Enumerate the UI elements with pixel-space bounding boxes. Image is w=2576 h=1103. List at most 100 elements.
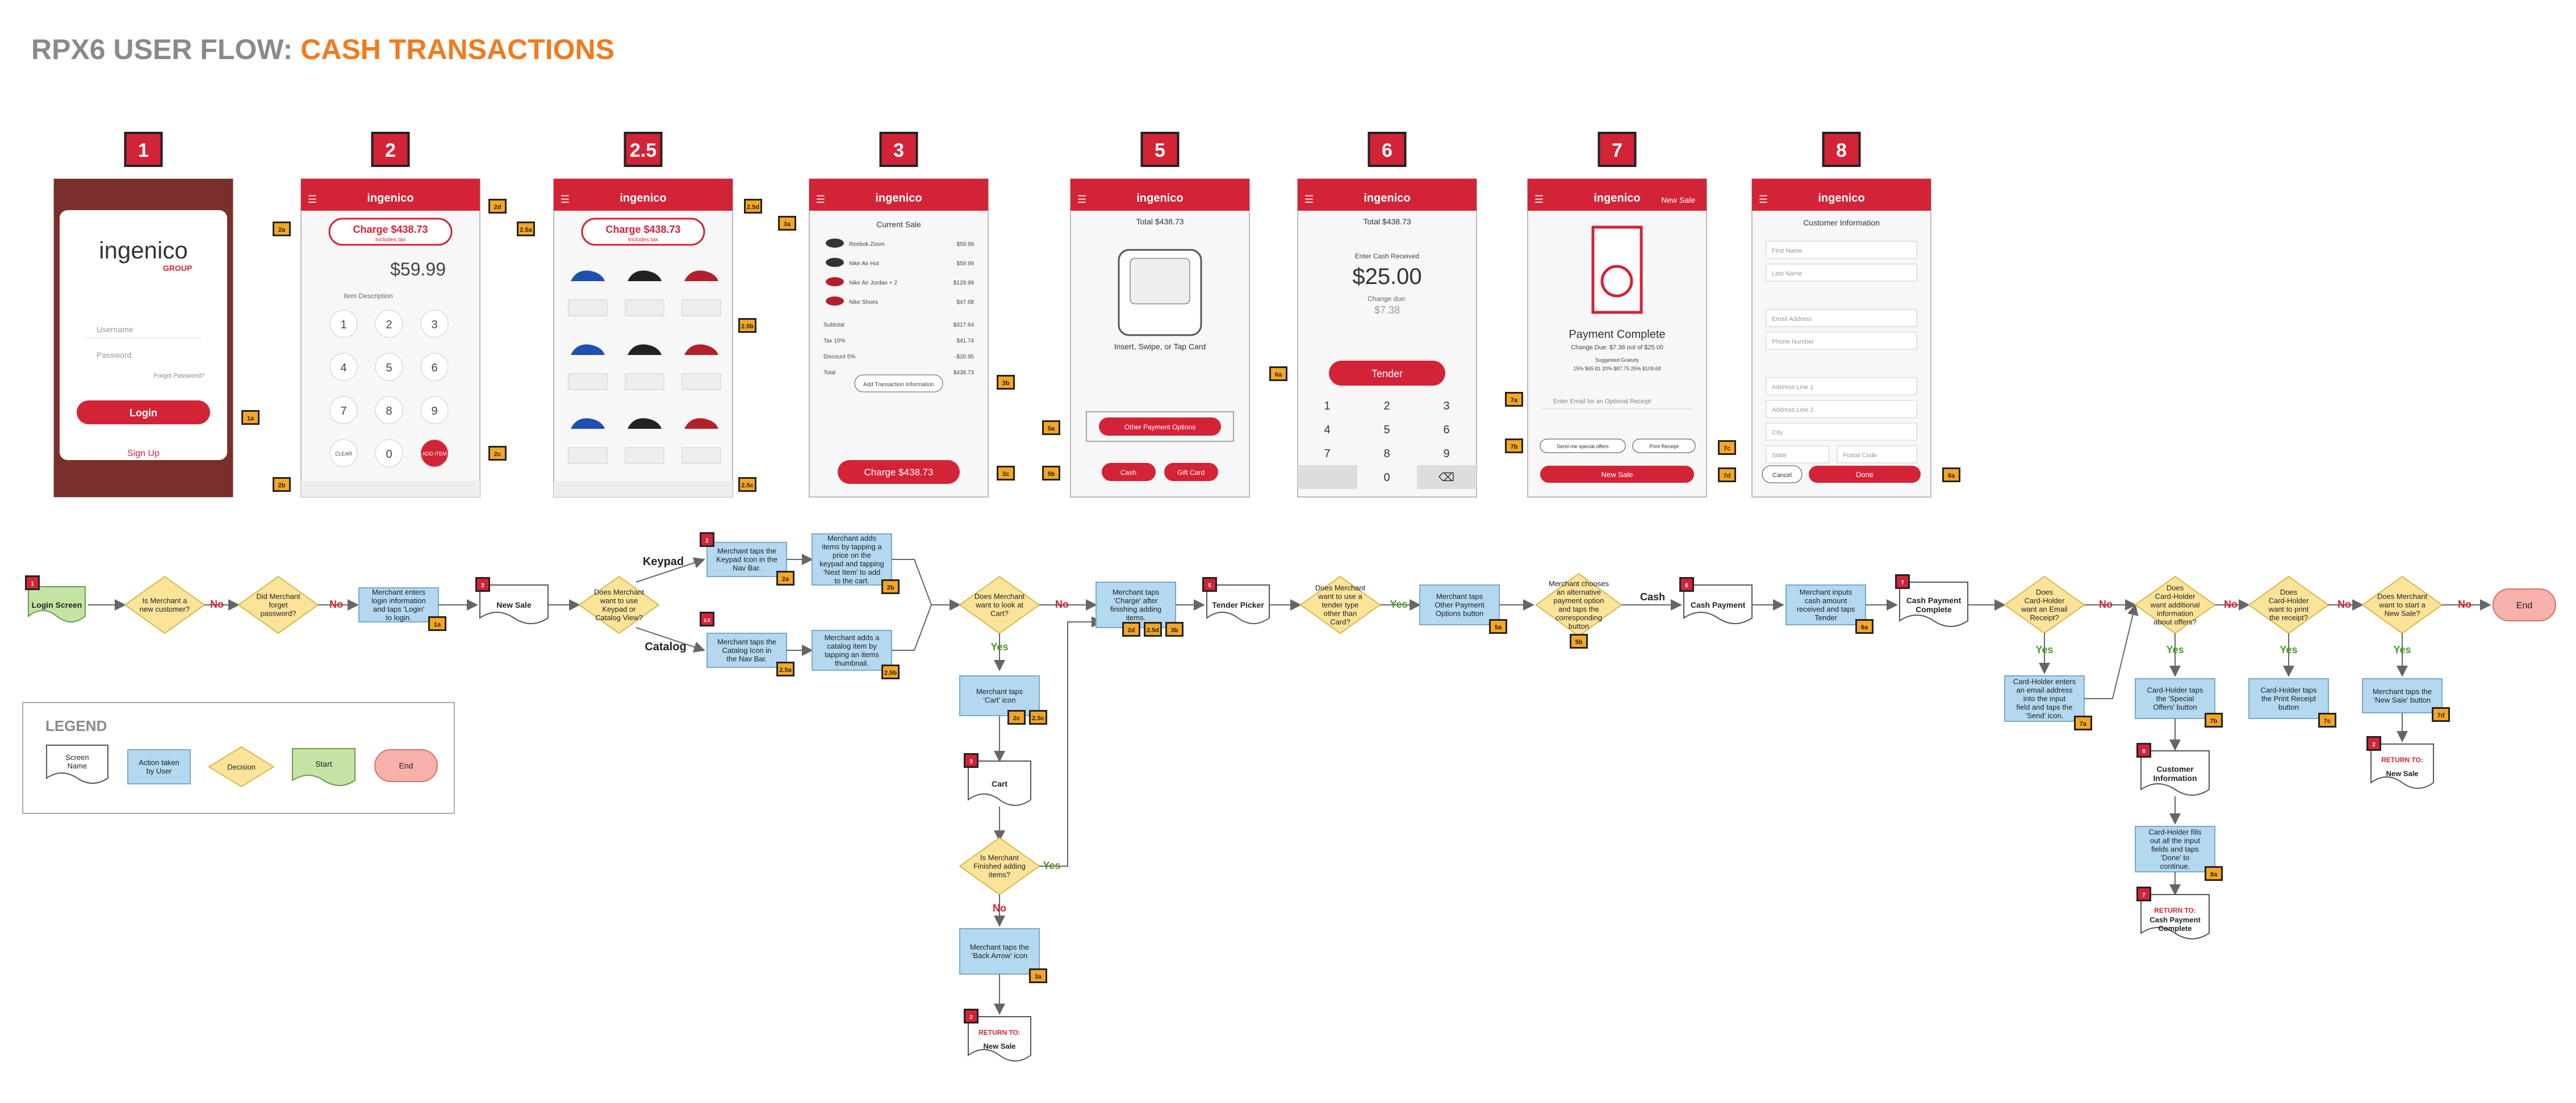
- screen-number-badge: [1143, 134, 1177, 165]
- label-line: cash amount: [1805, 596, 1847, 605]
- badge: [1124, 624, 1139, 635]
- label-line: the receipt?: [2269, 613, 2308, 622]
- label-line: Does Merchant: [975, 592, 1025, 601]
- keypad-key-label: 9: [1443, 448, 1449, 460]
- badge-label: 5b: [1575, 639, 1583, 646]
- return-to-label: RETURN TO:: [2381, 756, 2423, 764]
- badge: [883, 581, 898, 592]
- screen-new-sale-label: New Sale: [496, 600, 532, 609]
- label-line: Merchant inputs: [1800, 588, 1852, 596]
- screen-ref: 2: [2372, 742, 2376, 748]
- label-line: the Print Receipt: [2261, 695, 2316, 703]
- screen-ref: 7: [1901, 580, 1904, 586]
- badge: [998, 467, 1013, 479]
- check-circle-icon: [1600, 265, 1633, 298]
- signup-link: Sign Up: [127, 449, 160, 458]
- return-to-label: RETURN TO:: [978, 1029, 1021, 1037]
- screen-ref: 5: [1208, 583, 1211, 589]
- screen-number: 7: [1612, 140, 1622, 161]
- badge-label: 3c: [1002, 471, 1009, 478]
- screen-cart-label: Cart: [992, 779, 1007, 788]
- login-button: [77, 400, 210, 424]
- label-line: Merchant taps the: [717, 638, 776, 646]
- label-line: want to start a: [2378, 601, 2426, 609]
- label-line: New Sale: [2386, 770, 2418, 778]
- label-line: Other Payment: [1435, 601, 1484, 609]
- label-line: about offers?: [2153, 617, 2197, 626]
- input-placeholder: Email Address: [1772, 316, 1812, 323]
- other-options-frame: [1086, 411, 1234, 442]
- label-line: Merchant taps the: [970, 943, 1029, 951]
- badge: [1044, 422, 1059, 433]
- print-receipt-label: Print Receipt: [1649, 444, 1679, 449]
- special-offers-label: Send me special offers: [1557, 444, 1609, 449]
- cancel-button: [1762, 465, 1803, 483]
- badge-label: 2c: [494, 451, 501, 458]
- label-line: corresponding: [1555, 613, 1602, 622]
- gift-card-button: [1164, 463, 1218, 481]
- badge-label: 7b: [1511, 444, 1518, 450]
- label-line: login information: [371, 596, 425, 605]
- input-placeholder: Postal Code: [1843, 452, 1877, 459]
- badge-label: 2.5b: [741, 323, 754, 330]
- screen-ref: 8: [2142, 749, 2146, 755]
- keypad-key-label: 4: [1324, 424, 1330, 436]
- no-label: No: [210, 599, 224, 610]
- label-line: Is Merchant: [980, 854, 1019, 862]
- tab-bar: [301, 481, 480, 497]
- label-line: Nav Bar.: [733, 564, 761, 573]
- badge-label: 2d: [494, 204, 501, 211]
- keypad-key-label: 2: [1383, 400, 1390, 412]
- keypad-key-label: 8: [1383, 448, 1390, 460]
- badge: [1507, 394, 1521, 405]
- shoe-thumbnail: [628, 418, 662, 429]
- keypad-key: [420, 310, 449, 338]
- keypad-key-label: 1: [340, 319, 346, 331]
- label-line: Does Merchant: [594, 588, 645, 596]
- label-line: Cart?: [990, 609, 1009, 618]
- screen-number-badge: [1370, 134, 1404, 165]
- badge-label: 2.5d: [1147, 627, 1159, 634]
- badge: [274, 479, 289, 490]
- badge-label: 2.5c: [741, 482, 753, 489]
- total-label: Total $438.73: [1136, 217, 1184, 226]
- label-line: Complete: [2158, 924, 2192, 933]
- badge: [740, 479, 755, 490]
- badge: [1145, 624, 1160, 635]
- badge: [1720, 442, 1734, 453]
- screen-number: 3: [893, 140, 904, 161]
- yes-label: Yes: [1390, 599, 1407, 610]
- input-field: [1837, 445, 1917, 463]
- badge-label: 7d: [1724, 473, 1731, 479]
- app-header: [301, 179, 480, 211]
- badge-label: 3b: [1171, 627, 1178, 634]
- badge: [1571, 636, 1586, 647]
- label-line: New Sale?: [2385, 609, 2420, 618]
- label-line: Action taken: [139, 758, 179, 767]
- screen-ref: 2: [705, 538, 709, 544]
- screen-ref-badge: [2138, 745, 2150, 756]
- line-item-name: Reebok Zoom: [849, 241, 885, 248]
- legend-decision-label: Decision: [227, 763, 256, 771]
- brand-logo: ingenico: [99, 237, 187, 264]
- badge-label: 3b: [1002, 380, 1010, 387]
- app-header: [1752, 179, 1931, 211]
- product-caption: [625, 373, 664, 390]
- badge-label: 2a: [782, 576, 789, 583]
- badge-label: 2b: [278, 482, 286, 489]
- label-line: Does: [2167, 584, 2184, 592]
- input-placeholder: Address Line 2: [1772, 407, 1813, 413]
- connector: [2084, 604, 2139, 699]
- no-label: No: [2099, 599, 2113, 610]
- label-line: Screen: [65, 753, 89, 762]
- no-label: No: [993, 903, 1006, 914]
- keypad-key: [329, 310, 358, 338]
- action-tap-cart-label: Merchant taps'Cart' icon: [976, 687, 1023, 704]
- label-line: Receipt?: [2030, 613, 2059, 622]
